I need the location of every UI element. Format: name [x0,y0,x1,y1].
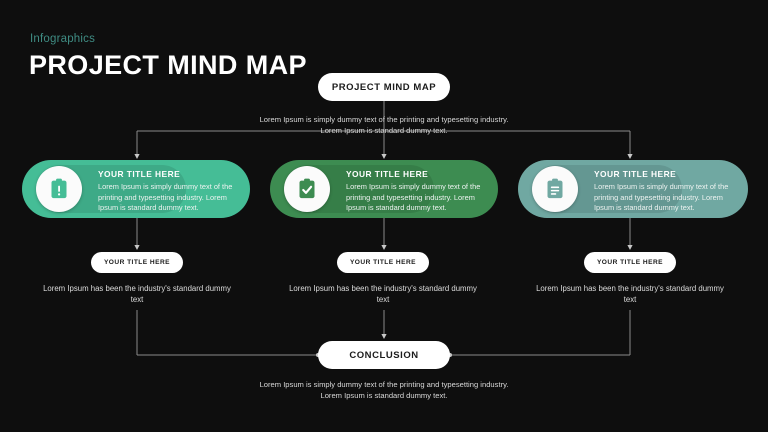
slide-kicker: Infographics [30,33,96,45]
sub-node-1-description: Lorem Ipsum has been the industry's stan… [43,284,231,305]
branch-card-2-text: Lorem Ipsum is simply dummy text of the … [346,182,481,213]
sub-node-1-label: YOUR TITLE HERE [103,259,171,266]
branch-card-1-body: YOUR TITLE HERE Lorem Ipsum is simply du… [98,169,238,214]
conclusion-node[interactable]: CONCLUSION [313,336,455,374]
branch-card-3-title: YOUR TITLE HERE [594,169,677,179]
branch-card-1[interactable]: YOUR TITLE HERE Lorem Ipsum is simply du… [22,160,250,218]
conclusion-node-description: Lorem Ipsum is simply dummy text of the … [259,380,509,401]
branch-card-3[interactable]: YOUR TITLE HERE Lorem Ipsum is simply du… [518,160,748,218]
branch-card-3-text: Lorem Ipsum is simply dummy text of the … [594,182,729,213]
conclusion-node-label: CONCLUSION [349,349,419,361]
sub-node-1[interactable]: YOUR TITLE HERE [87,248,187,277]
branch-card-2-icon-circle [284,166,330,212]
branch-card-2[interactable]: YOUR TITLE HERE Lorem Ipsum is simply du… [270,160,498,218]
branch-card-2-body: YOUR TITLE HERE Lorem Ipsum is simply du… [346,169,486,214]
root-node-description: Lorem Ipsum is simply dummy text of the … [259,115,509,136]
branch-card-1-text: Lorem Ipsum is simply dummy text of the … [98,182,233,213]
branch-card-3-icon-circle [532,166,578,212]
sub-node-2-label: YOUR TITLE HERE [349,259,417,266]
sub-node-3-description: Lorem Ipsum has been the industry's stan… [536,284,724,305]
clipboard-check-icon [299,178,315,199]
branch-card-3-body: YOUR TITLE HERE Lorem Ipsum is simply du… [594,169,736,214]
sub-node-3-label: YOUR TITLE HERE [596,259,664,266]
branch-card-1-title: YOUR TITLE HERE [98,169,181,179]
sub-node-2-description: Lorem Ipsum has been the industry's stan… [289,284,477,305]
clipboard-alert-icon [51,178,67,199]
clipboard-list-icon [547,178,563,199]
root-node[interactable]: PROJECT MIND MAP [313,68,455,106]
branch-card-2-title: YOUR TITLE HERE [346,169,429,179]
page-title: PROJECT MIND MAP [29,50,307,80]
root-node-label: PROJECT MIND MAP [331,81,437,93]
sub-node-3[interactable]: YOUR TITLE HERE [580,248,680,277]
branch-card-1-icon-circle [36,166,82,212]
sub-node-2[interactable]: YOUR TITLE HERE [333,248,433,277]
